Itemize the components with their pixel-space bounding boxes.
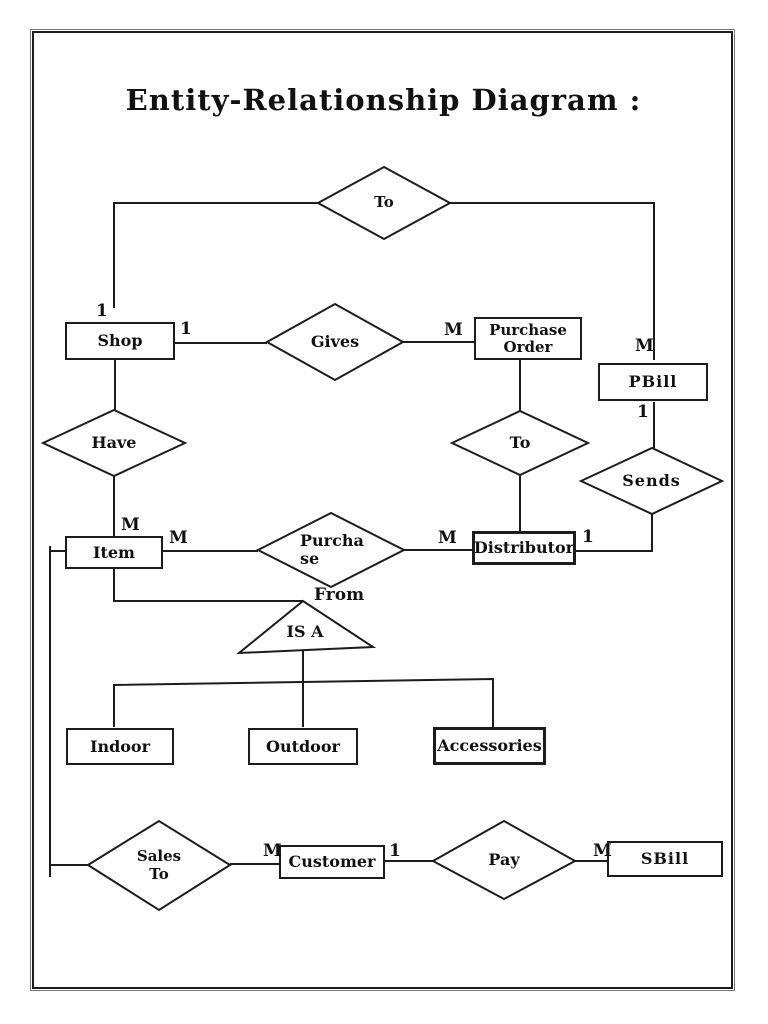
entity-item-label: Item [93, 542, 135, 562]
cardinality-totop-pbill: M [635, 336, 654, 356]
cardinality-pbill-sends: 1 [637, 402, 649, 422]
entity-sbill: SBill [607, 841, 723, 877]
relationship-to-mid-shape [449, 409, 591, 477]
entity-shop: Shop [65, 322, 175, 360]
cardinality-salesto-customer: M [263, 841, 282, 861]
entity-sbill-label: SBill [640, 849, 690, 869]
entity-shop-label: Shop [97, 331, 143, 351]
entity-accessories: Accessories [433, 727, 546, 765]
relationship-gives-shape [264, 302, 406, 382]
entity-pbill: PBill [598, 363, 708, 401]
entity-pbill-label: PBill [628, 372, 678, 392]
entity-item: Item [65, 536, 163, 569]
cardinality-shop-gives: 1 [180, 319, 192, 339]
relationship-salesto-shape [86, 819, 232, 912]
entity-indoor-label: Indoor [89, 736, 151, 756]
relationship-purchase-from-label: From [314, 585, 365, 605]
relationship-have-shape [40, 408, 188, 478]
entity-outdoor: Outdoor [248, 728, 358, 765]
cardinality-gives-purchaseorder: M [444, 320, 463, 340]
relationship-purchase-shape [255, 511, 407, 589]
connector-totop-pbill [450, 202, 655, 360]
cardinality-purchase-distributor: M [438, 528, 457, 548]
cardinality-pay-sbill: M [593, 841, 612, 861]
entity-distributor-label: Distributor [473, 538, 575, 558]
cardinality-item-purchase: M [169, 528, 188, 548]
entity-purchase-order-label: Purchase Order [489, 321, 567, 356]
diagram-title: Entity-Relationship Diagram : [125, 83, 642, 117]
cardinality-have-item: M [121, 515, 140, 535]
entity-accessories-label: Accessories [437, 736, 542, 756]
cardinality-shop-top: 1 [96, 301, 108, 321]
entity-purchase-order: Purchase Order [474, 317, 582, 360]
page-border [30, 29, 735, 991]
isa-triangle-shape [236, 599, 377, 655]
cardinality-distributor-sends: 1 [582, 527, 594, 547]
connector-item-isa [113, 569, 303, 602]
entity-distributor: Distributor [472, 531, 576, 565]
entity-customer-label: Customer [288, 852, 376, 872]
connector-distributor-sends [576, 514, 653, 552]
entity-customer: Customer [279, 845, 385, 879]
connector-isa-branch [113, 677, 494, 727]
entity-outdoor-label: Outdoor [266, 736, 340, 756]
relationship-to-top-shape [315, 165, 453, 241]
cardinality-customer-pay: 1 [389, 841, 401, 861]
isa-label: IS A [286, 622, 324, 641]
entity-indoor: Indoor [66, 728, 174, 765]
relationship-sends-shape [578, 446, 725, 516]
relationship-pay-shape [430, 819, 578, 901]
page-border-inner [32, 31, 733, 989]
connector-totop-shop [113, 202, 318, 308]
